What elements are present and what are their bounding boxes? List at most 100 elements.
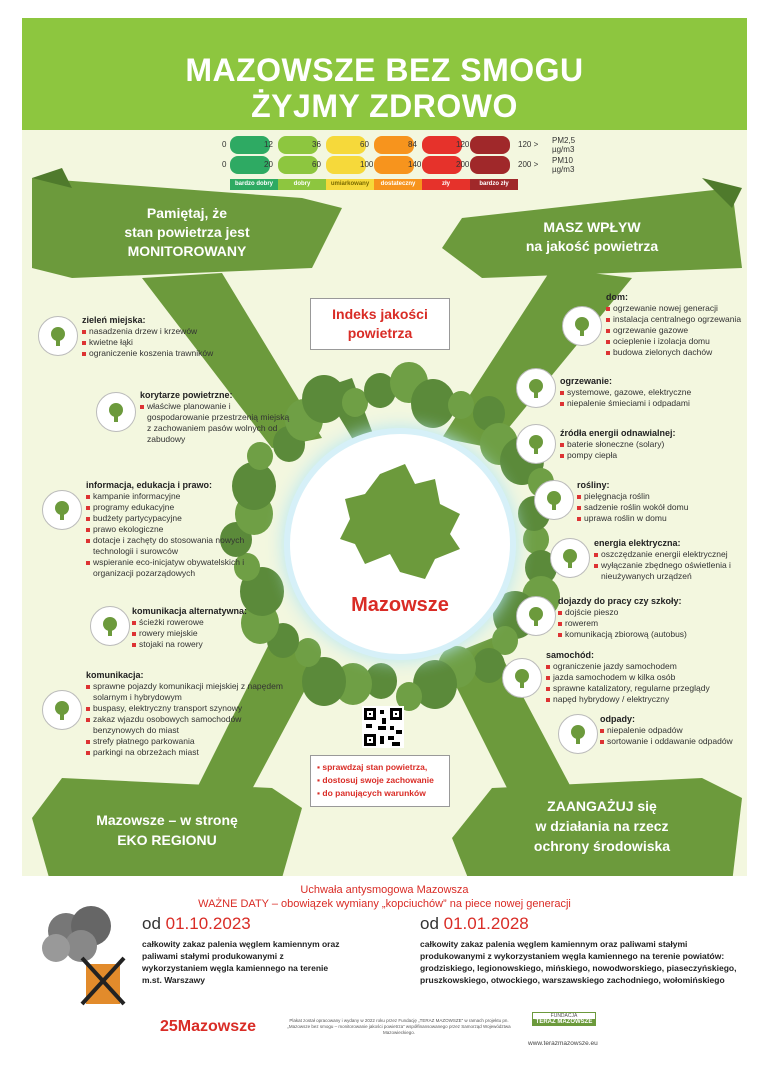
aq-segment (374, 136, 414, 154)
index-line-1: Indeks jakości (332, 306, 428, 322)
aq-category-label: bardzo dobry (230, 179, 278, 190)
section-item: rowerem (558, 618, 738, 629)
section-title: komunikacja alternatywna: (132, 606, 248, 616)
check-item: ▪ sprawdzaj stan powietrza, (317, 762, 428, 772)
engage-line-2: w działania na rzecz (535, 818, 669, 834)
section-item: jazda samochodem w kilka osób (546, 672, 736, 683)
section-item: rowery miejskie (132, 628, 292, 639)
date1: 01.10.2023 (165, 914, 251, 933)
section-title: energia elektryczna: (594, 538, 681, 548)
section-title: dom: (606, 292, 628, 302)
tree-icon (447, 390, 474, 420)
aq-threshold-value: 200 > (518, 160, 539, 169)
section-item: oszczędzanie energii elektrycznej (594, 549, 746, 560)
aq-threshold-value: 36 (312, 140, 321, 149)
engage-line-1: ZAANGAŻUJ się (547, 798, 657, 814)
eko-banner-shape (32, 778, 302, 888)
eko-line-2: EKO REGIONU (117, 832, 217, 848)
right-section: energia elektryczna:oszczędzanie energii… (594, 538, 746, 582)
section-item: komunikacją zbiorową (autobus) (558, 629, 738, 640)
check-items: ▪ sprawdzaj stan powietrza,▪ dostosuj sw… (317, 761, 443, 800)
date2-prefix: od (420, 914, 444, 933)
section-item: dojście pieszo (558, 607, 738, 618)
aq-category-label: dobry (278, 179, 326, 190)
monitor-line-3: MONITOROWANY (127, 243, 247, 259)
center-label: Mazowsze (351, 594, 449, 616)
aq-threshold-value: 200 (456, 160, 470, 169)
section-item: ogrzewanie gazowe (606, 325, 746, 336)
section-title: ogrzewanie: (560, 376, 613, 386)
section-item: nasadzenia drzew i krzewów (82, 326, 252, 337)
section-title: informacja, edukacja i prawo: (86, 480, 213, 490)
left-section: korytarze powietrzne:właściwe planowanie… (140, 390, 290, 445)
tree-icon (232, 461, 277, 511)
section-item: niepalenie odpadów (600, 725, 745, 736)
aq-segment (278, 136, 318, 154)
section-item: prawo ekologiczne (86, 524, 286, 535)
section-title: odpady: (600, 714, 635, 724)
qr-code-icon (362, 706, 404, 748)
section-item: napęd hybrydowy / elektryczny (546, 694, 736, 705)
aq-unit-name: PM2,5 (552, 136, 576, 145)
website-link[interactable]: www.terazmazowsze.eu (528, 1040, 598, 1047)
section-item: ogrzewanie nowej generacji (606, 303, 746, 314)
header-band: MAZOWSZE BEZ SMOGU ŻYJMY ZDROWO (22, 18, 747, 130)
chimney-smoke-icon (42, 906, 126, 1006)
right-section-icon (516, 368, 556, 408)
center-circle: Mazowsze (284, 428, 516, 660)
aq-threshold-value: 100 (360, 160, 374, 169)
section-item: niepalenie śmieciami i odpadami (560, 398, 730, 409)
aq-unit-measure: µg/m3 (552, 165, 575, 174)
engage-banner: ZAANGAŻUJ się w działania na rzecz ochro… (482, 796, 722, 856)
aq-threshold-value: 84 (408, 140, 417, 149)
aq-unit-name: PM10 (552, 156, 573, 165)
section-item: systemowe, gazowe, elektryczne (560, 387, 730, 398)
tree-icon (342, 388, 369, 417)
section-item: pompy ciepła (560, 450, 730, 461)
section-item: ograniczenie koszenia trawników (82, 348, 252, 359)
aq-segment (470, 156, 510, 174)
left-section-icon (42, 490, 82, 530)
date2-text: całkowity zakaz palenia węglem kamiennym… (420, 939, 737, 985)
check-air-box: ▪ sprawdzaj stan powietrza,▪ dostosuj sw… (310, 755, 450, 807)
aq-threshold-value: 0 (222, 140, 227, 149)
aq-category-label: zły (422, 179, 470, 190)
section-item: zakaz wjazdu osobowych samochodów benzyn… (86, 714, 286, 736)
left-section-icon (42, 690, 82, 730)
aq-segment (374, 156, 414, 174)
influence-banner: MASZ WPŁYW na jakość powietrza (482, 218, 702, 256)
section-item: sortowanie i oddawanie odpadów (600, 736, 745, 747)
mazowsze-map-icon (340, 464, 460, 579)
aq-category-label: bardzo zły (470, 179, 518, 190)
date1-text: całkowity zakaz palenia węglem kamiennym… (142, 939, 340, 985)
left-section-icon (38, 316, 78, 356)
section-item: budowa zielonych dachów (606, 347, 746, 358)
aq-threshold-value: 120 (456, 140, 470, 149)
qr-code[interactable] (362, 706, 404, 748)
footnote: Plakat został opracowany i wydany w 2022… (287, 1018, 511, 1035)
air-quality-index-box: Indeks jakości powietrza (310, 298, 450, 350)
section-item: wspieranie eco-inicjatyw obywatelskich i… (86, 557, 286, 579)
aq-category-label: dostateczny (374, 179, 422, 190)
right-section-icon (562, 306, 602, 346)
section-item: ścieżki rowerowe (132, 617, 292, 628)
fundacja-logo: FUNDACJA TERAZ MAZOWSZE (532, 1012, 596, 1026)
section-item: stojaki na rowery (132, 639, 292, 650)
right-section-icon (550, 538, 590, 578)
tree-icon (295, 638, 322, 667)
check-item: ▪ do panujących warunków (317, 788, 426, 798)
section-item: sprawne pojazdy komunikacji miejskiej z … (86, 681, 286, 703)
influence-line-2: na jakość powietrza (525, 238, 659, 254)
date1-heading: od 01.10.2023 (142, 914, 251, 934)
aq-segment (278, 156, 318, 174)
monitor-line-1: Pamiętaj, że (146, 205, 228, 221)
section-item: pielęgnacja roślin (577, 491, 742, 502)
section-title: zieleń miejska: (82, 315, 146, 325)
monitor-banner: Pamiętaj, że stan powietrza jest MONITOR… (82, 204, 292, 261)
section-item: buspasy, elektryczny transport szynowy (86, 703, 286, 714)
aq-segment (326, 156, 366, 174)
